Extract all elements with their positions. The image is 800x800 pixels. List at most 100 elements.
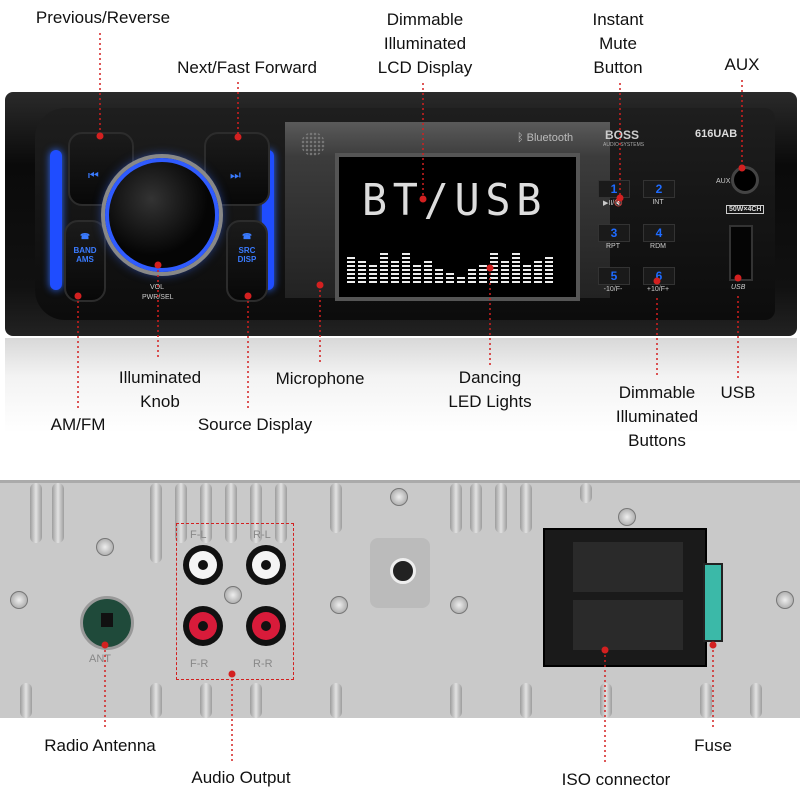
heat-sink-fin — [520, 483, 532, 533]
callout-dot-source — [244, 292, 252, 300]
label-knob: Illuminated Knob — [119, 366, 201, 414]
screw — [450, 596, 468, 614]
callout-dot-mic — [316, 281, 324, 289]
callout-dot-fuse — [709, 641, 717, 649]
callout-dot-knob — [154, 261, 162, 269]
center-bracket — [370, 538, 430, 608]
eq-bar — [534, 261, 542, 285]
heat-sink-fin — [150, 483, 162, 563]
preset-caption: RPT — [606, 243, 620, 250]
heat-sink-fin — [600, 683, 612, 718]
src-disp-button[interactable]: ☎ SRC DISP — [226, 220, 268, 302]
preset-button-1[interactable]: 1 — [598, 180, 630, 198]
eq-bar — [413, 265, 421, 285]
phone-hangup-icon: ☎ — [242, 232, 252, 241]
unit-reflection — [5, 338, 797, 433]
lcd-display: BT/USB — [335, 153, 580, 301]
callout-dot-am-fm — [74, 292, 82, 300]
preset-button-4[interactable]: 4 — [643, 224, 675, 242]
heat-sink-fin — [520, 683, 532, 718]
screw — [224, 586, 242, 604]
label-line: Knob — [140, 392, 180, 411]
audio-output-box — [176, 523, 294, 680]
rca-jack-front-right[interactable] — [183, 606, 223, 646]
screw — [330, 596, 348, 614]
eq-bar — [512, 253, 520, 285]
label-line: Illuminated — [383, 34, 467, 53]
heat-sink-fin — [580, 483, 592, 503]
preset-button-2[interactable]: 2 — [643, 180, 675, 198]
callout-dot-led — [486, 264, 494, 272]
label-line: Instant — [592, 10, 644, 29]
eq-bar — [545, 257, 553, 285]
eq-bar — [369, 265, 377, 285]
rca-jack-rear-right[interactable] — [246, 606, 286, 646]
label-line: Dimmable — [386, 10, 464, 29]
callout-dot-mute — [616, 194, 624, 202]
label-line: Mute — [599, 34, 637, 53]
heat-sink-fin — [52, 483, 64, 543]
heat-sink-fin — [700, 683, 712, 718]
heat-sink-fin — [150, 683, 162, 718]
label-am-fm: AM/FM — [50, 415, 106, 434]
eq-bar — [435, 269, 443, 285]
callout-dot-next — [234, 133, 242, 141]
pwr-sel-label: PWR/SEL — [142, 294, 174, 301]
heat-sink-fin — [200, 683, 212, 718]
preset-caption: +10/F+ — [646, 286, 670, 293]
ams-label: AMS — [76, 255, 94, 264]
callout-dot-aux — [738, 164, 746, 172]
rca-jack-front-left[interactable] — [183, 545, 223, 585]
fuse — [703, 563, 723, 642]
model-number: 616UAB — [695, 128, 738, 140]
rca-jack-rear-left[interactable] — [246, 545, 286, 585]
callout-dot-previous — [96, 132, 104, 140]
label-illuminated-buttons: Dimmable Illuminated Buttons — [616, 381, 698, 453]
heat-sink-fin — [330, 683, 342, 718]
eq-bar — [391, 261, 399, 285]
previous-icon: ⏮ — [88, 168, 99, 182]
label-previous-reverse: Previous/Reverse — [35, 8, 171, 27]
screw — [618, 508, 636, 526]
eq-bar — [347, 257, 355, 285]
microphone-grille — [301, 132, 325, 156]
label-line: LCD Display — [377, 58, 473, 77]
rca-label-rr: R-R — [253, 658, 273, 670]
usb-label: USB — [731, 284, 746, 291]
screw — [390, 488, 408, 506]
heat-sink-fin — [20, 683, 32, 718]
src-label: SRC — [238, 246, 256, 255]
label-line: Buttons — [628, 431, 686, 450]
label-line: Dancing — [458, 368, 522, 387]
preset-caption: ▶II/🔇 — [603, 200, 623, 207]
usb-port[interactable] — [729, 225, 753, 281]
eq-bar — [479, 265, 487, 285]
disp-label: DISP — [237, 255, 257, 264]
callout-dot-iso — [601, 646, 609, 654]
label-next-fast-forward: Next/Fast Forward — [177, 58, 317, 77]
iso-block-lower — [573, 600, 683, 650]
band-ams-button[interactable]: ☎ BAND AMS — [64, 220, 106, 302]
eq-bar — [424, 261, 432, 285]
screw — [776, 591, 794, 609]
callout-dot-buttons — [653, 277, 661, 285]
preset-button-6[interactable]: 6 — [643, 267, 675, 285]
vol-label: VOL — [150, 284, 165, 291]
label-mute-button: Instant Mute Button — [592, 8, 643, 80]
callout-dot-antenna — [101, 641, 109, 649]
heat-sink-fin — [750, 683, 762, 718]
antenna-jack[interactable] — [80, 596, 134, 650]
label-fuse: Fuse — [694, 736, 732, 755]
next-icon: ⏭ — [230, 168, 241, 182]
preset-button-3[interactable]: 3 — [598, 224, 630, 242]
left-blue-light — [50, 150, 62, 290]
label-lcd-display: Dimmable Illuminated LCD Display — [378, 8, 472, 80]
preset-caption: INT — [652, 199, 664, 206]
preset-button-5[interactable]: 5 — [598, 267, 630, 285]
brand-logo: BOSS — [605, 128, 640, 142]
label-iso-connector: ISO connector — [561, 770, 671, 789]
volume-knob[interactable] — [105, 158, 219, 272]
heat-sink-fin — [200, 483, 212, 543]
eq-bar — [402, 253, 410, 285]
